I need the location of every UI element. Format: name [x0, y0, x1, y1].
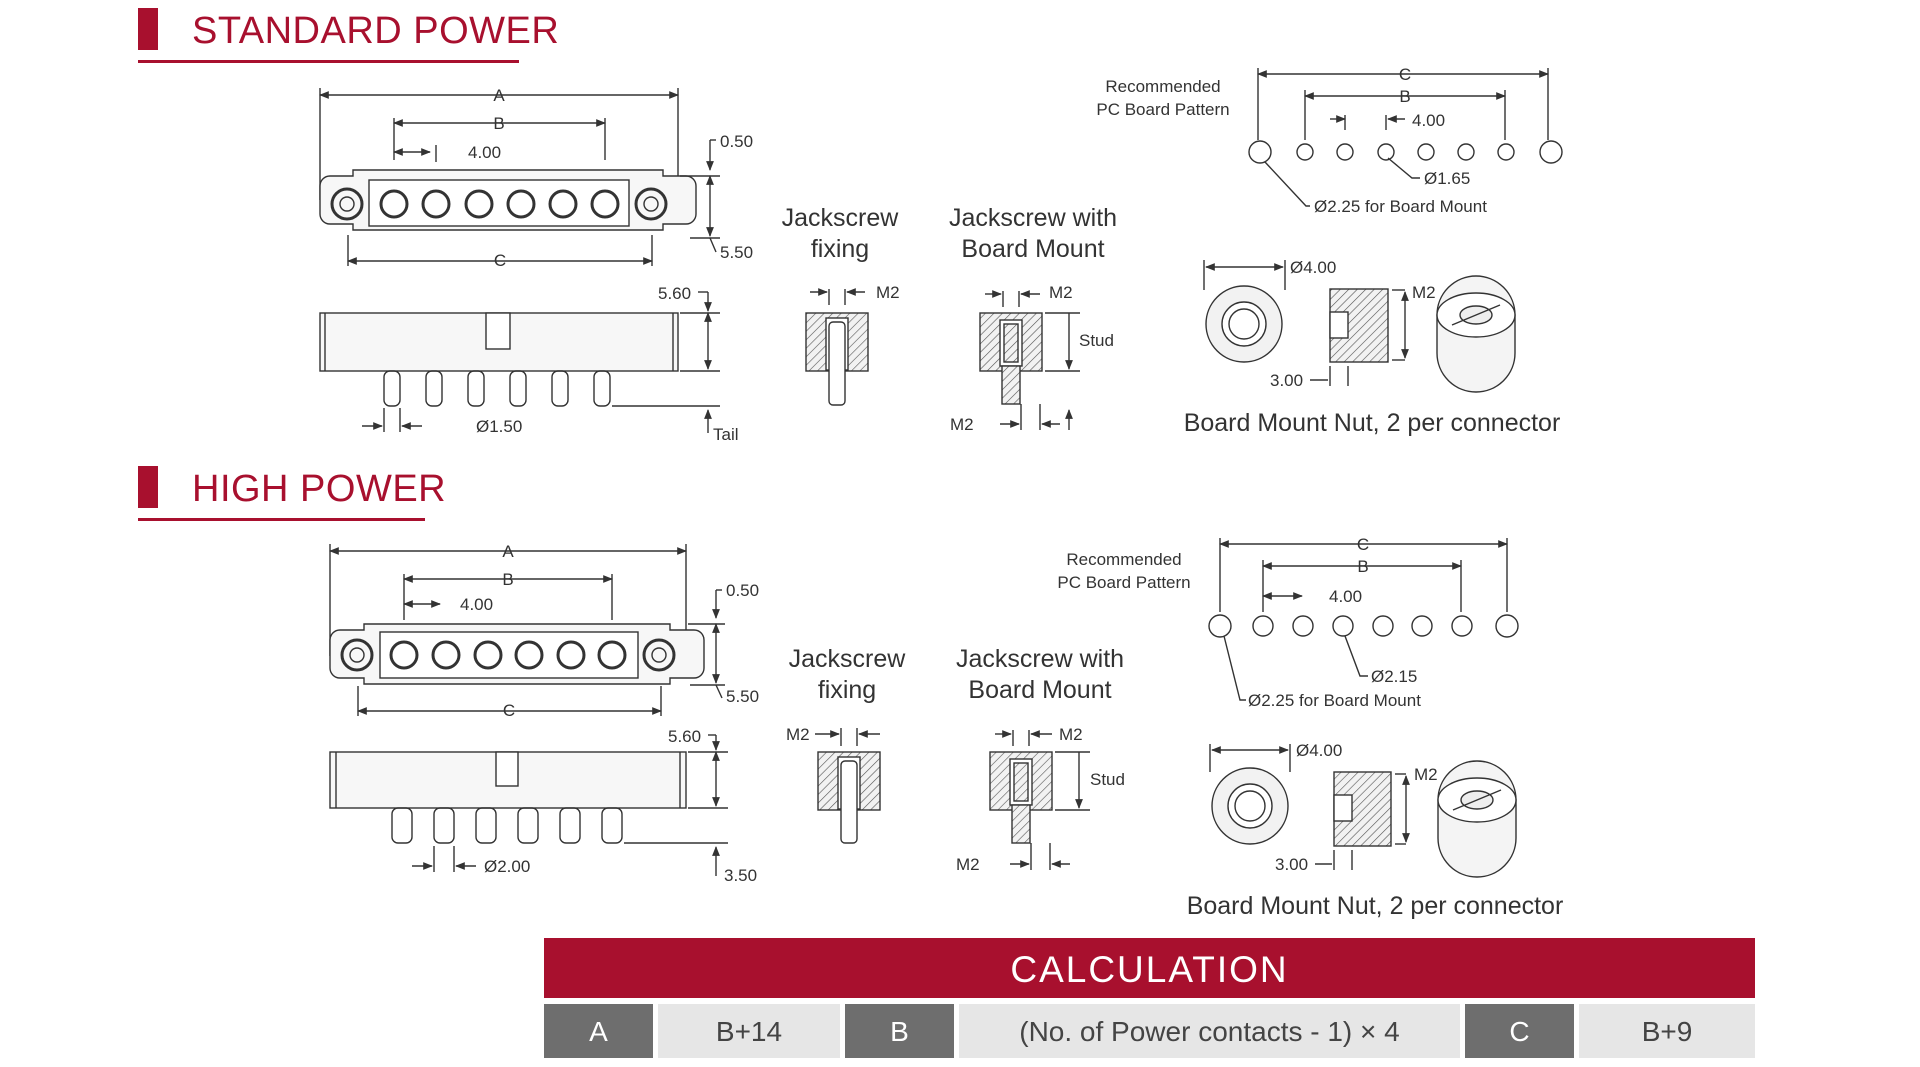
section-title: HIGH POWER [192, 468, 447, 510]
nut-caption: Board Mount Nut, 2 per connector [1187, 892, 1564, 920]
dim-550-label: 5.50 [726, 687, 759, 706]
standard-board-mount-nut [1203, 260, 1516, 393]
value-a: B+14 [658, 1004, 840, 1058]
jackscrew-bm-title-2: Board Mount [968, 676, 1111, 704]
jackscrew-bm-title-1: Jackscrew with [949, 204, 1117, 232]
nut-width-label: 3.00 [1275, 855, 1308, 874]
jackscrew-title-2: fixing [818, 676, 876, 704]
standard-jackscrew-drawing [805, 288, 869, 406]
calculation-table: CALCULATION A B+14 B (No. of Power conta… [544, 938, 1755, 1058]
pcb-hole-label: Ø2.15 [1371, 667, 1417, 686]
jackscrew-m2-label: M2 [876, 283, 900, 302]
nut-m2-label: M2 [1414, 765, 1438, 784]
stud-m2-label: M2 [956, 855, 980, 874]
jackscrew-title-1: Jackscrew [789, 645, 907, 673]
dim-b-label: B [502, 570, 513, 589]
pcb-title-1: Recommended [1066, 550, 1181, 569]
jackscrew-bm-m2-label: M2 [1049, 283, 1073, 302]
stud-m2-label: M2 [950, 415, 974, 434]
high-board-mount-nut [1209, 744, 1517, 878]
jackscrew-title-1: Jackscrew [782, 204, 900, 232]
pcb-mount-label: Ø2.25 for Board Mount [1248, 691, 1421, 710]
jackscrew-m2-label: M2 [786, 725, 810, 744]
nut-width-label: 3.00 [1270, 371, 1303, 390]
section-underline [138, 60, 519, 63]
section-underline [138, 518, 425, 521]
tail-label: Tail [713, 425, 739, 444]
jackscrew-bm-title-1: Jackscrew with [956, 645, 1124, 673]
dim-550-label: 5.50 [720, 243, 753, 262]
dim-c-label: C [503, 701, 515, 720]
pcb-title-2: PC Board Pattern [1057, 573, 1190, 592]
key-a: A [544, 1004, 653, 1058]
section-title: STANDARD POWER [192, 10, 560, 52]
pcb-c-label: C [1357, 535, 1369, 554]
pcb-b-label: B [1357, 557, 1368, 576]
section-marker [138, 8, 158, 50]
dim-050-label: 0.50 [726, 581, 759, 600]
calculation-row: A B+14 B (No. of Power contacts - 1) × 4… [544, 1004, 1755, 1058]
jackscrew-bm-m2-label: M2 [1059, 725, 1083, 744]
value-c: B+9 [1579, 1004, 1755, 1058]
high-jackscrew-bm-drawing [989, 730, 1090, 870]
high-jackscrew-drawing [815, 728, 881, 844]
pitch-label: 4.00 [468, 143, 501, 162]
dim-c-label: C [494, 251, 506, 270]
standard-top-view [319, 88, 720, 266]
dim-a-label: A [502, 542, 514, 561]
stud-label: Stud [1090, 770, 1125, 789]
calculation-title: CALCULATION [544, 938, 1755, 998]
dim-560-label: 5.60 [658, 284, 691, 303]
standard-jackscrew-bm-drawing [979, 290, 1080, 430]
pin-diameter-label: Ø1.50 [476, 417, 522, 436]
jackscrew-title-2: fixing [811, 235, 869, 263]
pcb-pitch-label: 4.00 [1412, 111, 1445, 130]
stud-label: Stud [1079, 331, 1114, 350]
high-side-view [329, 734, 728, 876]
key-b: B [845, 1004, 954, 1058]
dim-b-label: B [493, 114, 504, 133]
section-marker [138, 466, 158, 508]
standard-pcb-pattern [1248, 68, 1563, 207]
pcb-title-1: Recommended [1105, 77, 1220, 96]
dim-560-label: 5.60 [668, 727, 701, 746]
pcb-hole-label: Ø1.65 [1424, 169, 1470, 188]
jackscrew-bm-title-2: Board Mount [961, 235, 1104, 263]
pcb-pitch-label: 4.00 [1329, 587, 1362, 606]
pcb-mount-label: Ø2.25 for Board Mount [1314, 197, 1487, 216]
high-top-view [329, 544, 725, 716]
key-c: C [1465, 1004, 1574, 1058]
standard-side-view [319, 291, 720, 433]
pcb-b-label: B [1399, 87, 1410, 106]
nut-caption: Board Mount Nut, 2 per connector [1184, 409, 1561, 437]
pcb-title-2: PC Board Pattern [1096, 100, 1229, 119]
dim-a-label: A [493, 86, 505, 105]
pcb-c-label: C [1399, 65, 1411, 84]
value-b: (No. of Power contacts - 1) × 4 [959, 1004, 1460, 1058]
tail-dim-label: 3.50 [724, 866, 757, 885]
nut-dia-label: Ø4.00 [1290, 258, 1336, 277]
pin-diameter-label: Ø2.00 [484, 857, 530, 876]
high-pcb-pattern [1208, 538, 1519, 701]
nut-dia-label: Ø4.00 [1296, 741, 1342, 760]
pitch-label: 4.00 [460, 595, 493, 614]
nut-m2-label: M2 [1412, 283, 1436, 302]
dim-050-label: 0.50 [720, 132, 753, 151]
